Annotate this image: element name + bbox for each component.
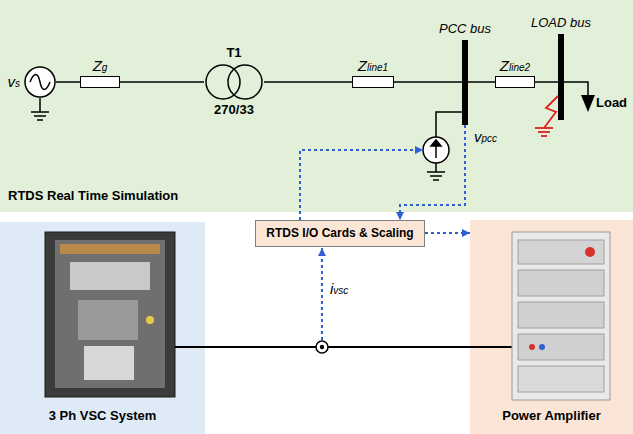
power-cable	[205, 346, 470, 348]
node-label: Zline1	[358, 57, 388, 74]
current-source	[423, 112, 462, 180]
voltage-source: vs	[24, 66, 56, 98]
node-label: vs	[8, 73, 21, 90]
current-sensor	[316, 341, 328, 353]
wire	[468, 81, 495, 83]
node-label: RTDS I/O Cards & Scaling	[266, 227, 413, 241]
load-arrow	[564, 82, 595, 112]
signal-line	[300, 150, 423, 220]
wire	[120, 81, 204, 83]
node-label: RTDS Real Time Simulation	[8, 189, 178, 204]
amplifier-cabinet-photo	[470, 232, 610, 400]
wire	[264, 81, 352, 83]
transformer-symbol	[204, 64, 264, 100]
wire	[56, 81, 80, 83]
signal-line	[321, 248, 323, 340]
signal-arrow	[425, 232, 470, 234]
impedance-box: Zline2	[495, 76, 535, 88]
vsc-cabinet-photo	[45, 232, 175, 397]
wire	[535, 81, 558, 83]
node-label: 3 Ph VSC System	[0, 409, 205, 424]
impedance-box: Zg	[80, 76, 120, 88]
node-label: Power Amplifier	[470, 409, 633, 424]
bus-bar: LOAD bus	[558, 34, 564, 120]
io-box: RTDS I/O Cards & Scaling	[255, 220, 425, 247]
impedance-box: Zline1	[352, 76, 394, 88]
bus-bar: PCC bus	[462, 40, 468, 125]
signal-name: vpcc	[474, 128, 497, 145]
node-label: 270/33	[214, 103, 254, 118]
wire	[394, 81, 462, 83]
transformer: T1270/33	[204, 64, 264, 100]
power-cable	[175, 346, 205, 348]
node-label: LOAD bus	[531, 16, 591, 31]
load-name: Load	[596, 96, 627, 111]
node-label: Zg	[93, 57, 108, 74]
simulation-panel: vsZgT1270/33Zline1PCC busZline2LOAD busR…	[0, 0, 633, 212]
ground-symbol	[31, 98, 49, 120]
fault-symbol	[535, 96, 558, 136]
node-label: T1	[226, 46, 241, 61]
signal-arrow	[400, 125, 465, 220]
signal-name: ivsc	[330, 280, 348, 297]
node-label: Zline2	[500, 57, 530, 74]
node-label: PCC bus	[439, 22, 491, 37]
source-symbol	[24, 66, 56, 98]
